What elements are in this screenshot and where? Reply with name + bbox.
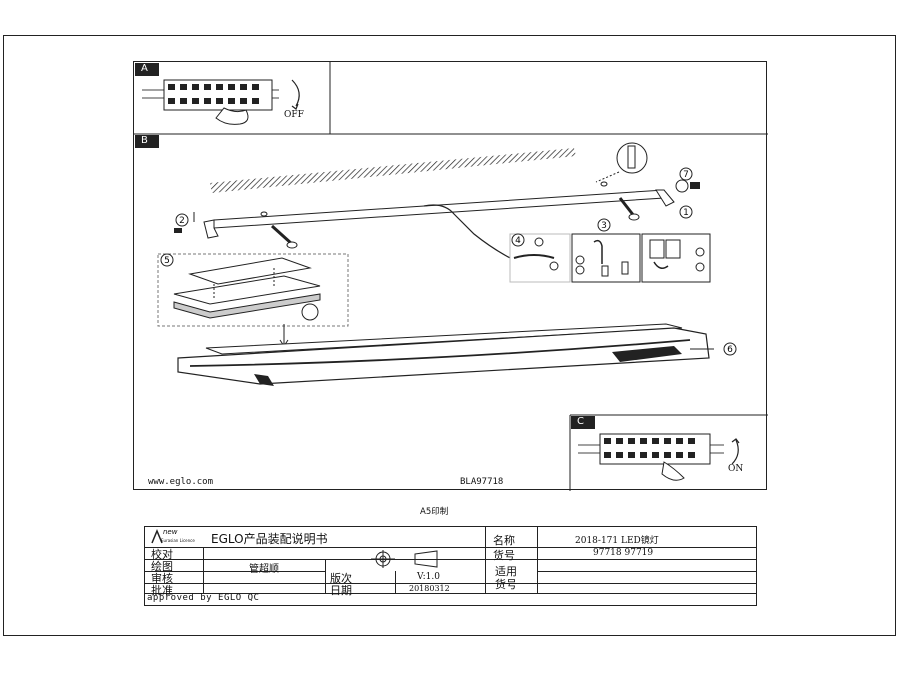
section-b-tag [135, 135, 159, 148]
model-number: BLA97718 [460, 477, 504, 487]
row-label-review: 审核 [151, 572, 173, 585]
hand-icon [215, 107, 249, 125]
logo-subtitle: Eurasian Licence [161, 538, 195, 543]
hand-icon [661, 461, 685, 481]
section-a-tag [135, 63, 159, 76]
wire-connection-detail: 4 [509, 233, 571, 283]
item-label: 货号 [493, 549, 515, 562]
date-value: 20180312 [409, 584, 450, 593]
panel-a-breaker-off [134, 62, 331, 135]
cover-assembly-detail: 5 [157, 253, 349, 327]
section-b-label: B [141, 135, 148, 146]
ceiling-hatch [210, 148, 576, 193]
wall-plug-icon [675, 179, 700, 193]
svg-text:5: 5 [164, 256, 170, 266]
panel-c-breaker-on [569, 414, 768, 491]
website-label: www.eglo.com [148, 477, 214, 487]
screw-icon [618, 197, 640, 221]
qc-approval: approved by EGLO QC [147, 593, 260, 603]
projection-symbol-icon [371, 550, 438, 568]
document-title: EGLO产品装配说明书 [211, 532, 328, 546]
section-c-label: C [577, 416, 584, 427]
drafter-name: 管超顺 [249, 564, 279, 575]
row-label-drawn: 绘图 [151, 560, 173, 573]
logo-text: new [163, 528, 178, 536]
mounting-bracket [203, 181, 675, 239]
screw-icon [270, 224, 298, 249]
led-mirror-light: 6 [177, 323, 737, 386]
title-block: new Eurasian Licence EGLO产品装配说明书 校对 绘图 审… [144, 526, 757, 606]
svg-text:4: 4 [515, 236, 521, 246]
applicable-item-label: 货号 [495, 578, 517, 591]
row-label-approve: 批准 [151, 584, 173, 597]
drill-hole-detail [595, 142, 648, 183]
callout-7: 7 [683, 170, 689, 180]
item-numbers: 97718 97719 [593, 548, 654, 558]
eglo-logo-icon [151, 529, 163, 544]
callout-3: 3 [601, 221, 607, 231]
date-label: 日期 [330, 584, 352, 597]
section-a-label: A [141, 63, 148, 74]
product-name: 2018-171 LED镜灯 [575, 536, 659, 546]
rotate-arrow-icon [291, 79, 300, 107]
terminal-block-detail [641, 233, 711, 283]
page-frame [3, 35, 896, 636]
instruction-sheet: 2 3 7 1 4 [133, 61, 768, 491]
breaker-panel-a [142, 79, 279, 111]
version-label: 版次 [330, 572, 352, 585]
callout-2: 2 [179, 216, 185, 226]
applicable-label: 适用 [495, 565, 517, 578]
callout-1: 1 [683, 208, 689, 218]
row-label-check: 校对 [151, 548, 173, 561]
wire-strip-detail [571, 233, 641, 283]
off-label: OFF [284, 110, 304, 120]
version-value: V:1.0 [417, 572, 440, 582]
print-format-note: A5印制 [420, 507, 449, 517]
assembly-drawing: 2 3 7 1 4 [134, 62, 768, 491]
on-label: ON [728, 464, 744, 474]
power-cable [423, 204, 515, 261]
section-c-tag [571, 416, 595, 429]
callout-6: 6 [727, 345, 733, 355]
name-label: 名称 [493, 534, 515, 547]
rotate-arrow-icon [731, 439, 739, 465]
